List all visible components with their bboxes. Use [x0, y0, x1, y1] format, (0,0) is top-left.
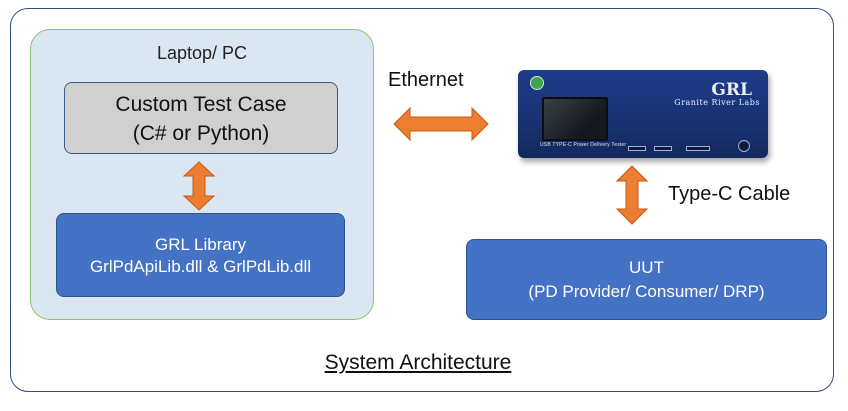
type-c-cable-arrow — [615, 165, 649, 225]
ethernet-label: Ethernet — [388, 69, 464, 91]
test-case-line2: (C# or Python) — [132, 122, 270, 145]
library-line1: GRL Library — [154, 235, 246, 254]
device-screen — [542, 97, 608, 141]
uut-line2: (PD Provider/ Consumer/ DRP) — [528, 282, 765, 301]
device-model: USB TYPE-C Power Delivery Tester — [540, 142, 627, 148]
grl-tester-device: GRL Granite River Labs USB TYPE-C Power … — [518, 70, 768, 158]
uut-box: UUT (PD Provider/ Consumer/ DRP) — [466, 239, 827, 320]
uut-line1: UUT — [629, 258, 664, 277]
device-brand: GRL — [711, 80, 752, 100]
test-library-arrow — [182, 161, 216, 211]
device-port — [654, 146, 672, 151]
type-c-cable-label: Type-C Cable — [668, 183, 791, 205]
custom-test-case-box: Custom Test Case (C# or Python) — [64, 82, 338, 154]
device-brand-sub: Granite River Labs — [674, 98, 760, 107]
test-case-line1: Custom Test Case — [115, 93, 287, 116]
device-knob — [738, 140, 750, 152]
device-port — [686, 146, 710, 151]
grl-library-box: GRL Library GrlPdApiLib.dll & GrlPdLib.d… — [56, 213, 345, 297]
device-port — [628, 146, 646, 151]
library-line2: GrlPdApiLib.dll & GrlPdLib.dll — [89, 257, 312, 276]
device-logo-icon — [530, 76, 544, 90]
laptop-pc-title: Laptop/ PC — [156, 43, 248, 63]
ethernet-arrow — [393, 106, 489, 142]
diagram-caption: System Architecture — [324, 351, 512, 374]
